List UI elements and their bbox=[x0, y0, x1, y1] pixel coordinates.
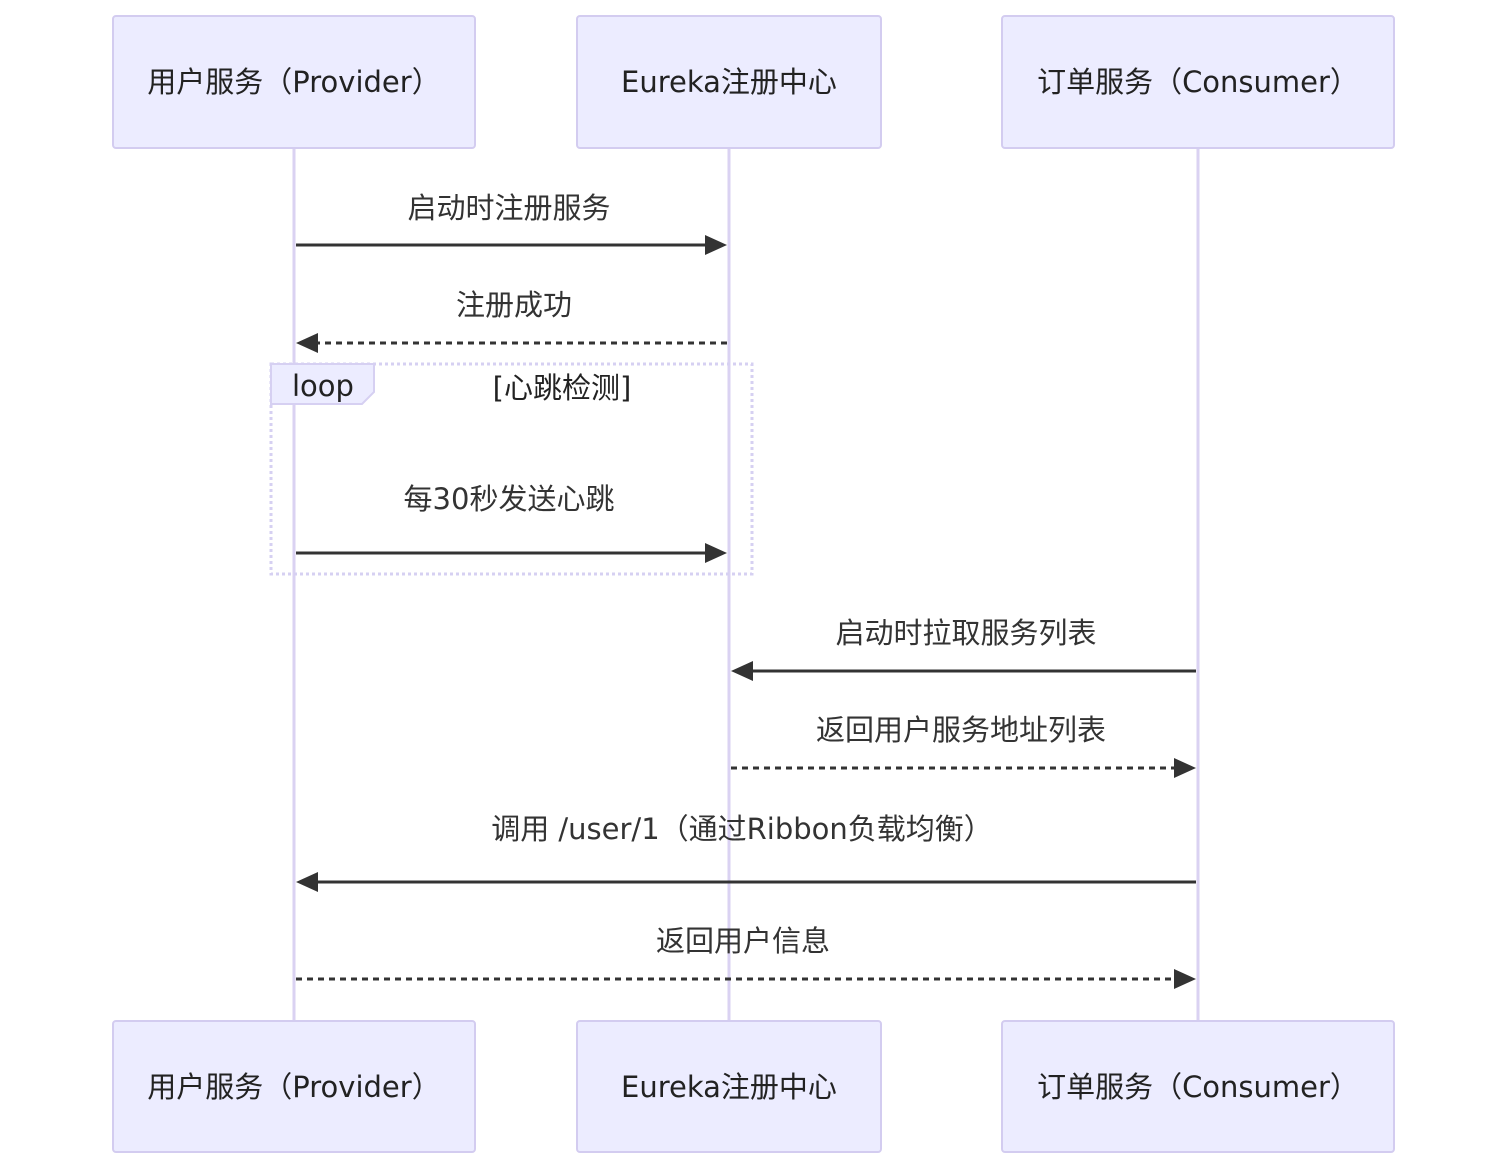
actor-provider-bottom-label: 用户服务（Provider） bbox=[147, 1070, 440, 1104]
actor-eureka-top-label: Eureka注册中心 bbox=[621, 65, 837, 99]
message-register-success-label: 注册成功 bbox=[456, 288, 572, 322]
actor-provider-bottom: 用户服务（Provider） bbox=[112, 1020, 476, 1153]
arrowhead-left-icon bbox=[731, 661, 753, 681]
loop-condition: [心跳检测] bbox=[493, 371, 632, 405]
message-register-label: 启动时注册服务 bbox=[407, 191, 610, 225]
actor-eureka-bottom: Eureka注册中心 bbox=[576, 1020, 882, 1153]
arrowhead-left-icon bbox=[296, 872, 318, 892]
actor-provider-top: 用户服务（Provider） bbox=[112, 15, 476, 149]
arrowhead-right-icon bbox=[1174, 969, 1196, 989]
message-register: 启动时注册服务 bbox=[296, 191, 727, 255]
message-call-user-label: 调用 /user/1（通过Ribbon负载均衡） bbox=[491, 812, 993, 846]
message-heartbeat: 每30秒发送心跳 bbox=[296, 482, 727, 563]
actor-eureka-top: Eureka注册中心 bbox=[576, 15, 882, 149]
message-return-user-info-label: 返回用户信息 bbox=[656, 924, 830, 958]
message-heartbeat-label: 每30秒发送心跳 bbox=[404, 482, 615, 516]
loop-label: loop bbox=[292, 369, 354, 403]
actor-provider-top-label: 用户服务（Provider） bbox=[147, 65, 440, 99]
loop-tab bbox=[270, 363, 375, 405]
actor-consumer-bottom-label: 订单服务（Consumer） bbox=[1037, 1070, 1359, 1104]
actor-consumer-top: 订单服务（Consumer） bbox=[1001, 15, 1395, 149]
arrowhead-right-icon bbox=[705, 235, 727, 255]
message-return-address-list: 返回用户服务地址列表 bbox=[731, 713, 1196, 778]
message-call-user: 调用 /user/1（通过Ribbon负载均衡） bbox=[296, 812, 1196, 892]
message-fetch-registry-label: 启动时拉取服务列表 bbox=[835, 616, 1096, 650]
actor-consumer-bottom: 订单服务（Consumer） bbox=[1001, 1020, 1395, 1153]
arrowhead-right-icon bbox=[1174, 758, 1196, 778]
message-fetch-registry: 启动时拉取服务列表 bbox=[731, 616, 1196, 681]
message-register-success: 注册成功 bbox=[296, 288, 727, 353]
arrowhead-right-icon bbox=[705, 543, 727, 563]
actor-eureka-bottom-label: Eureka注册中心 bbox=[621, 1070, 837, 1104]
loop-frame: loop [心跳检测] bbox=[269, 362, 754, 576]
message-return-address-list-label: 返回用户服务地址列表 bbox=[816, 713, 1106, 747]
actor-consumer-top-label: 订单服务（Consumer） bbox=[1037, 65, 1359, 99]
message-return-user-info: 返回用户信息 bbox=[296, 924, 1196, 989]
arrowhead-left-icon bbox=[296, 333, 318, 353]
